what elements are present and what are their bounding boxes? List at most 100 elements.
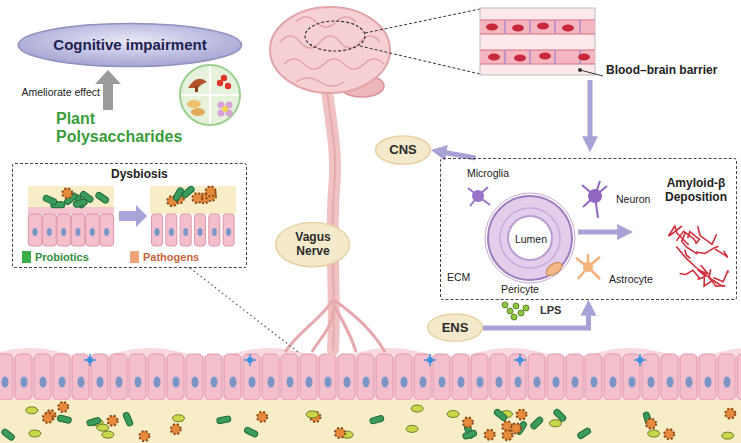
enteric-neuron: [634, 354, 646, 366]
gut-microbe: [29, 430, 41, 437]
epithelial-cell: [433, 354, 450, 400]
epithelial-cell: [34, 354, 51, 400]
gut-microbe: [462, 430, 477, 440]
lps-particle: [502, 302, 508, 308]
node-label: Vagus Nerve: [290, 231, 336, 259]
lps-particle: [513, 303, 519, 309]
epithelial-cell: [718, 354, 735, 400]
epithelial-cell: [534, 377, 541, 388]
gut-microbe: [257, 412, 267, 422]
vessel-wall: [488, 196, 572, 280]
nerve-branch: [312, 310, 333, 352]
zoom-line: [365, 9, 480, 33]
amyloid-plaque: [696, 246, 718, 253]
nerve-branch: [285, 300, 333, 352]
node-outline: [428, 314, 483, 341]
part-label: Lumen: [509, 233, 553, 245]
amyloid-plaque: [698, 226, 717, 244]
amyloid-plaque: [680, 270, 701, 279]
dotted-leader: [190, 268, 298, 352]
gut-panel: [152, 214, 163, 246]
neuron-cell: [582, 181, 607, 218]
zoom-line: [360, 46, 480, 74]
epithelial-cell: [205, 354, 222, 400]
gut-panel: [206, 186, 216, 196]
lps-particle: [523, 305, 529, 311]
gut-microbe: [244, 426, 259, 438]
enteric-neuron: [427, 357, 433, 363]
gut-microbe: [493, 408, 508, 421]
nerve-branch: [334, 305, 356, 352]
gut-microbe: [171, 424, 181, 434]
gut-panel: [28, 186, 114, 214]
neuron-cell: [588, 189, 602, 203]
epithelial-cell: [0, 354, 741, 400]
effect-label: Ameliorate effect: [6, 86, 100, 98]
epithelial-cell: [97, 377, 104, 388]
epithelial-cell: [40, 377, 47, 388]
epithelial-cell: [268, 377, 275, 388]
gut-microbe: [664, 429, 674, 439]
astrocyte-cell: [576, 254, 600, 279]
organ-ellipse: ENS: [427, 313, 483, 342]
flow-arrow: [578, 230, 622, 235]
red-blood-cell: [514, 55, 526, 62]
gut-panel: [181, 185, 196, 199]
gut-panel: [28, 214, 42, 246]
epithelial-cell: [186, 354, 203, 400]
epithelial-cell: [148, 354, 165, 400]
mushroom-icon: [195, 86, 198, 92]
epithelial-cell: [110, 354, 127, 400]
epithelial-cell: [91, 354, 108, 400]
leader-line: [580, 70, 603, 76]
gut-microbe: [511, 423, 521, 433]
extracellular-matrix: [485, 193, 575, 283]
gut-microbe: [306, 411, 318, 418]
berry-icon: [217, 80, 223, 86]
gut-panel: [209, 214, 220, 246]
berry-icon: [225, 83, 231, 89]
red-blood-cell: [562, 25, 574, 32]
epithelial-cell: [452, 354, 469, 400]
gyrus: [296, 78, 344, 86]
ameliorate-arrow: [95, 70, 121, 84]
gut-microbe: [102, 431, 114, 438]
amyloid-plaque: [668, 226, 728, 286]
epithelial-cell: [78, 377, 85, 388]
epithelial-cell: [15, 354, 32, 400]
epithelial-cell: [211, 377, 218, 388]
gut-microbe: [369, 415, 384, 425]
epithelial-cell: [629, 377, 636, 388]
flower-icon: [222, 106, 228, 112]
part-label: Microglia: [467, 167, 509, 179]
amyloid-plaque: [715, 249, 728, 257]
gut-panel: [150, 186, 236, 214]
gut-panel: [166, 214, 177, 246]
gut-panel: [47, 228, 52, 236]
epithelial-cell: [382, 377, 389, 388]
epithelial-cell: [528, 354, 545, 400]
plant-divider: [181, 66, 239, 124]
gut-microbe: [26, 407, 38, 414]
enteric-neuron: [84, 354, 646, 366]
epithelial-cell: [496, 377, 503, 388]
node-outline: [376, 136, 431, 164]
epithelial-cell: [224, 354, 241, 400]
epithelial-cell: [471, 354, 488, 400]
amyloid-plaque: [685, 250, 691, 259]
epithelial-cell: [509, 354, 526, 400]
gut-panel: [42, 194, 57, 205]
epithelial-cell: [686, 377, 693, 388]
epithelial-cell: [2, 377, 9, 388]
gut-tissue: [0, 348, 741, 443]
part-label: ECM: [447, 271, 470, 283]
flow-arrow: [588, 80, 593, 141]
dysbiosis-illustration: [28, 185, 236, 246]
gut-panel: [28, 185, 236, 246]
epithelial-cell: [357, 354, 374, 400]
gut-microbe: [1, 402, 736, 441]
gut-panel: [212, 228, 217, 236]
lumen-space: [508, 216, 552, 260]
